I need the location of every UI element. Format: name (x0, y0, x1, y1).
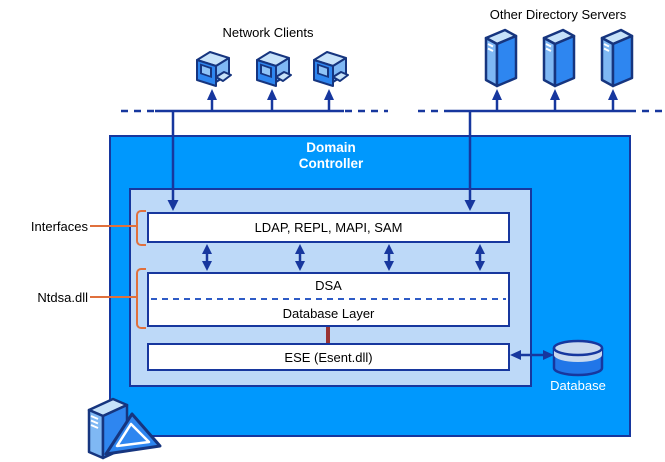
server-tower-icon (484, 28, 518, 88)
dsa-database-layer-box: DSA Database Layer (147, 272, 510, 327)
ntdsa-leader-line (90, 296, 137, 298)
workstation-icon (256, 51, 292, 87)
domain-controller-title-line1: Domain (306, 140, 356, 155)
database-cylinder-icon (552, 339, 604, 377)
domain-controller-title: Domain Controller (231, 140, 431, 172)
domain-controller-title-line2: Controller (298, 156, 364, 171)
interfaces-side-label: Interfaces (30, 219, 88, 234)
other-directory-servers-label: Other Directory Servers (489, 7, 627, 22)
interfaces-leader-line (90, 225, 137, 227)
network-clients-label: Network Clients (222, 25, 314, 40)
domain-controller-tower-icon (87, 397, 162, 460)
ntdsa-side-label: Ntdsa.dll (37, 290, 88, 305)
interfaces-layer-box: LDAP, REPL, MAPI, SAM (147, 212, 510, 243)
arrowhead (492, 89, 502, 100)
workstation-icon (313, 51, 349, 87)
arrowhead (608, 89, 618, 100)
ese-box: ESE (Esent.dll) (147, 343, 510, 371)
workstation-icon (196, 51, 232, 87)
arrowhead (550, 89, 560, 100)
arrowhead (324, 89, 334, 100)
server-tower-icon (542, 28, 576, 88)
interfaces-layer-label: LDAP, REPL, MAPI, SAM (254, 220, 403, 235)
arrowhead (267, 89, 277, 100)
dsa-ese-connector (326, 327, 330, 343)
ntdsa-bracket (136, 268, 146, 329)
arrowhead (207, 89, 217, 100)
ese-label: ESE (Esent.dll) (284, 349, 373, 365)
database-layer-label: Database Layer (282, 306, 375, 321)
database-label: Database (550, 378, 606, 393)
interfaces-bracket (136, 210, 146, 246)
server-tower-icon (600, 28, 634, 88)
dsa-label: DSA (315, 278, 342, 293)
